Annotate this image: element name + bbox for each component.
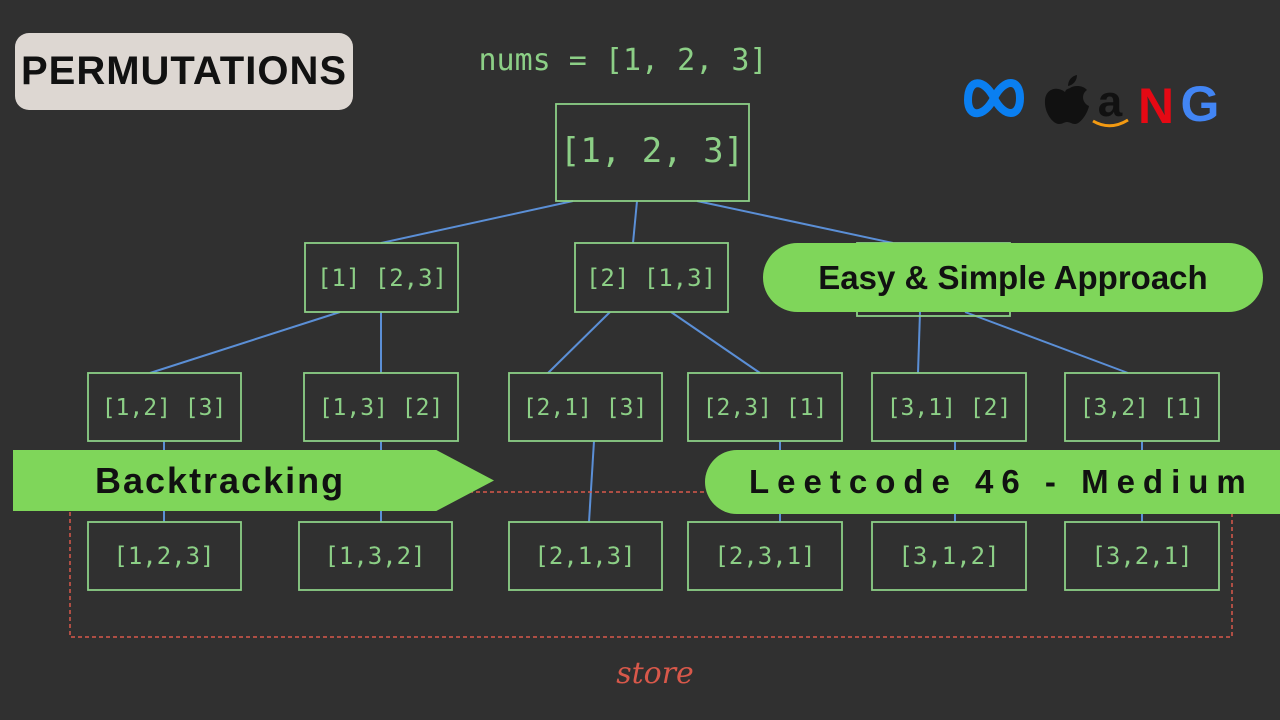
backtracking-banner: Backtracking <box>13 450 494 511</box>
google-letter: G <box>1181 76 1220 132</box>
leaf-label: [2,3,1] <box>714 542 815 570</box>
leaf-node <box>298 521 453 591</box>
level1-node <box>304 242 459 313</box>
root-node <box>555 103 750 202</box>
leaf-label: [1,3,2] <box>324 542 425 570</box>
leaf-label: [3,1,2] <box>898 542 999 570</box>
leaf-label: [3,2,1] <box>1091 542 1192 570</box>
amazon-letter: a <box>1098 77 1123 126</box>
approach-badge: Easy & Simple Approach <box>763 243 1263 312</box>
maang-logo: a N G <box>963 75 1220 134</box>
level2-node <box>87 372 242 442</box>
level2-label: [2,3] [1] <box>703 395 828 421</box>
leetcode-badge: Leetcode 46 - Medium <box>705 450 1280 514</box>
store-label: store <box>616 656 694 691</box>
tree-nodes <box>87 103 1220 591</box>
level1-label: [1] [2,3] <box>317 264 447 292</box>
level2-node <box>303 372 459 442</box>
leaf-node <box>687 521 843 591</box>
root-label: [1, 2, 3] <box>560 131 744 171</box>
leaf-label: [2,1,3] <box>534 542 635 570</box>
level2-label: [1,3] [2] <box>319 395 444 421</box>
page-title: PERMUTATIONS <box>15 33 353 110</box>
netflix-letter: N <box>1138 78 1174 134</box>
store-region <box>69 491 1233 638</box>
level2-node <box>871 372 1027 442</box>
level1-node <box>574 242 729 313</box>
level2-label: [2,1] [3] <box>523 395 648 421</box>
level2-node <box>508 372 663 442</box>
level2-label: [3,2] [1] <box>1080 395 1205 421</box>
amazon-smile-icon <box>1092 118 1129 128</box>
leaf-node <box>871 521 1027 591</box>
leaf-node <box>508 521 663 591</box>
level1-label: [2] [1,3] <box>586 264 716 292</box>
level2-label: [1,2] [3] <box>102 395 227 421</box>
level2-node <box>1064 372 1220 442</box>
leaf-label: [1,2,3] <box>113 542 214 570</box>
leaf-node <box>87 521 242 591</box>
level2-node <box>687 372 843 442</box>
level2-label: [3,1] [2] <box>887 395 1012 421</box>
leaf-node <box>1064 521 1220 591</box>
apple-icon <box>1044 75 1089 124</box>
nums-label: nums = [1, 2, 3] <box>479 43 768 78</box>
meta-icon <box>963 79 1025 118</box>
